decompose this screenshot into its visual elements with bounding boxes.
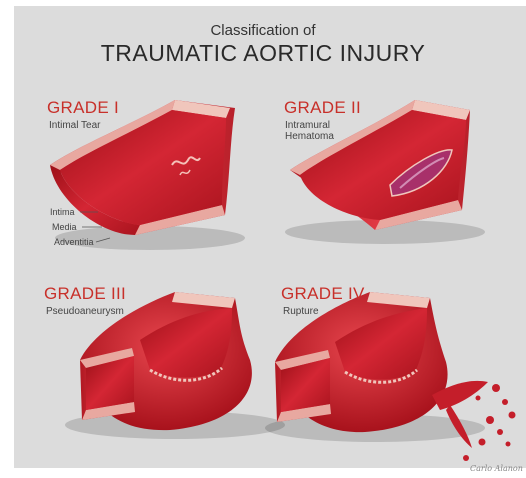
grade-2-description-line2: Hematoma xyxy=(285,131,334,143)
layer-label-adventitia: Adventitia xyxy=(54,237,94,247)
grade-1-label: GRADE I xyxy=(47,98,119,118)
artist-signature: Carlo Alanon xyxy=(470,464,523,473)
grade-3-description: Pseudoaneurysm xyxy=(46,306,124,318)
grade-4-description: Rupture xyxy=(283,306,319,318)
title-subtitle: Classification of xyxy=(0,22,526,39)
grade-3-label: GRADE III xyxy=(44,284,126,304)
layer-label-intima: Intima xyxy=(50,207,75,217)
title-main: TRAUMATIC AORTIC INJURY xyxy=(0,40,526,67)
grade-4-label: GRADE IV xyxy=(281,284,365,304)
grade-1-description: Intimal Tear xyxy=(49,120,101,132)
grade-2-label: GRADE II xyxy=(284,98,361,118)
layer-label-media: Media xyxy=(52,222,77,232)
